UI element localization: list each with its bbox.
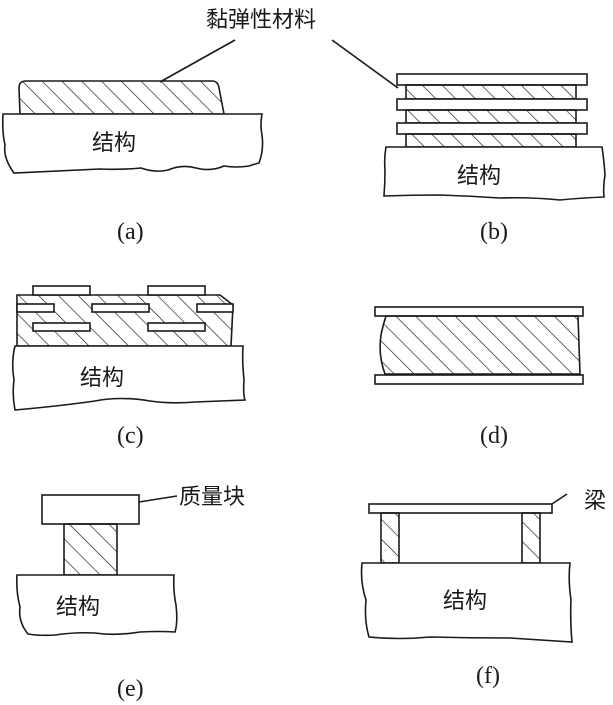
- constraint-strip: [147, 285, 206, 296]
- constraint-plate: [396, 122, 588, 135]
- panel-a: 结构 (a): [1, 80, 264, 245]
- viscoelastic-support-right: [521, 512, 541, 564]
- panel-d: (d): [374, 306, 584, 449]
- mass-block: [41, 494, 140, 525]
- beam-label: 梁: [584, 489, 606, 514]
- structure-label: 结构: [457, 164, 501, 189]
- structure-label: 结构: [56, 595, 100, 620]
- constraint-strip: [16, 303, 55, 313]
- mass-label: 质量块: [179, 485, 245, 510]
- viscoelastic-layer: [18, 80, 225, 115]
- bottom-plate: [374, 374, 584, 385]
- viscoelastic-core: [379, 315, 581, 375]
- caption-b: (b): [480, 219, 508, 245]
- constraint-plate: [396, 73, 588, 86]
- viscoelastic-layer: [405, 133, 577, 148]
- viscoelastic-support: [63, 523, 118, 576]
- panel-c: 结构 (c): [11, 285, 247, 449]
- constraint-strip: [196, 303, 234, 313]
- viscoelastic-layer: [405, 84, 577, 100]
- structure-base: [360, 562, 573, 643]
- viscoelastic-layer: [16, 294, 234, 347]
- panel-e: 质量块 结构 (e): [16, 485, 245, 702]
- caption-e: (e): [117, 676, 144, 702]
- constraint-plate: [396, 98, 588, 111]
- constraint-strip: [147, 322, 206, 332]
- leader-line-beam: [551, 493, 568, 505]
- caption-a: (a): [117, 219, 144, 245]
- caption-d: (d): [480, 423, 508, 449]
- panel-b: 结构 (b): [383, 73, 606, 245]
- structure-label: 结构: [80, 366, 124, 391]
- leader-line-mass: [138, 495, 178, 503]
- leader-line-b: [331, 39, 399, 89]
- constraint-strip: [32, 285, 91, 296]
- structure-base: [1, 113, 264, 174]
- viscoelastic-material-label: 黏弹性材料: [206, 8, 316, 33]
- structure-label: 结构: [92, 131, 136, 156]
- constraint-strip: [32, 322, 91, 332]
- caption-f: (f): [476, 663, 500, 689]
- leader-line-a: [159, 39, 236, 83]
- viscoelastic-support-left: [380, 512, 400, 564]
- structure-label: 结构: [443, 589, 487, 614]
- top-plate: [374, 306, 584, 317]
- beam: [368, 503, 553, 514]
- constraint-strip: [91, 303, 150, 313]
- structure-base: [11, 345, 247, 411]
- caption-c: (c): [117, 423, 144, 449]
- viscoelastic-layer: [405, 109, 577, 124]
- structure-base: [383, 146, 606, 201]
- panel-f: 梁 结构 (f): [360, 489, 606, 689]
- structure-base: [16, 574, 178, 637]
